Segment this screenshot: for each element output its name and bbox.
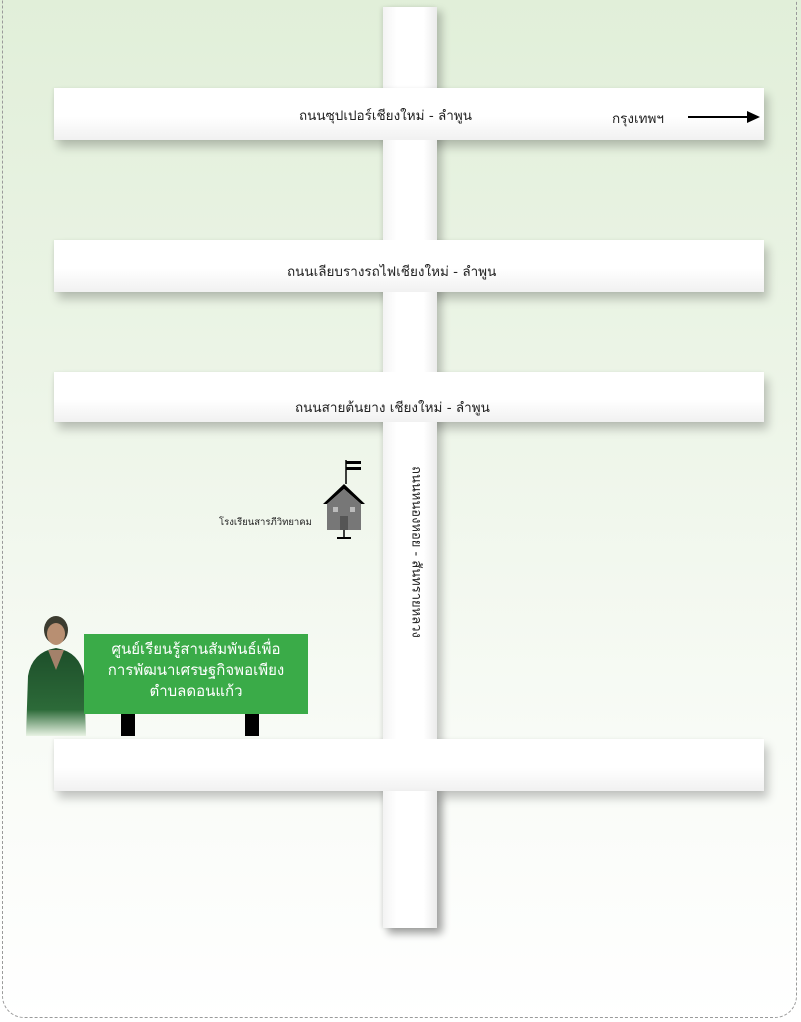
vertical-road-label: ถนนหนองหอย - สันทรายหลวง — [408, 466, 424, 638]
vertical-road-segment — [383, 292, 437, 372]
superhighway-label: ถนนซุปเปอร์เชียงใหม่ - ลำพูน — [299, 108, 473, 124]
sign-post-left — [121, 714, 135, 736]
vertical-road-segment — [383, 140, 437, 240]
center-name-line-2: การพัฒนาเศรษฐกิจพอเพียง — [107, 661, 285, 679]
school-label: โรงเรียนสารภีวิทยาคม — [219, 517, 312, 528]
ton-yang-road-label: ถนนสายต้นยาง เชียงใหม่ - ลำพูน — [295, 400, 490, 416]
learning-center-sign: ศูนย์เรียนรู้สานสัมพันธ์เพื่อ การพัฒนาเศ… — [84, 634, 308, 714]
superhighway-road — [54, 88, 764, 140]
ton-yang-road — [54, 372, 764, 422]
center-name-line-3: ตำบลดอนแก้ว — [149, 682, 243, 700]
center-name-line-1: ศูนย์เรียนรู้สานสัมพันธ์เพื่อ — [111, 640, 281, 658]
direction-label: กรุงเทพฯ — [612, 111, 665, 127]
sign-post-right — [245, 714, 259, 736]
vertical-road-segment — [383, 791, 437, 928]
bottom-road — [54, 739, 764, 791]
arrow-right-icon — [688, 111, 760, 123]
railway-road-label: ถนนเลียบรางรถไฟเชียงใหม่ - ลำพูน — [287, 264, 497, 280]
school-icon — [323, 460, 365, 539]
railway-road — [54, 240, 764, 292]
person-photo — [26, 616, 86, 736]
vertical-road-segment — [383, 422, 437, 739]
